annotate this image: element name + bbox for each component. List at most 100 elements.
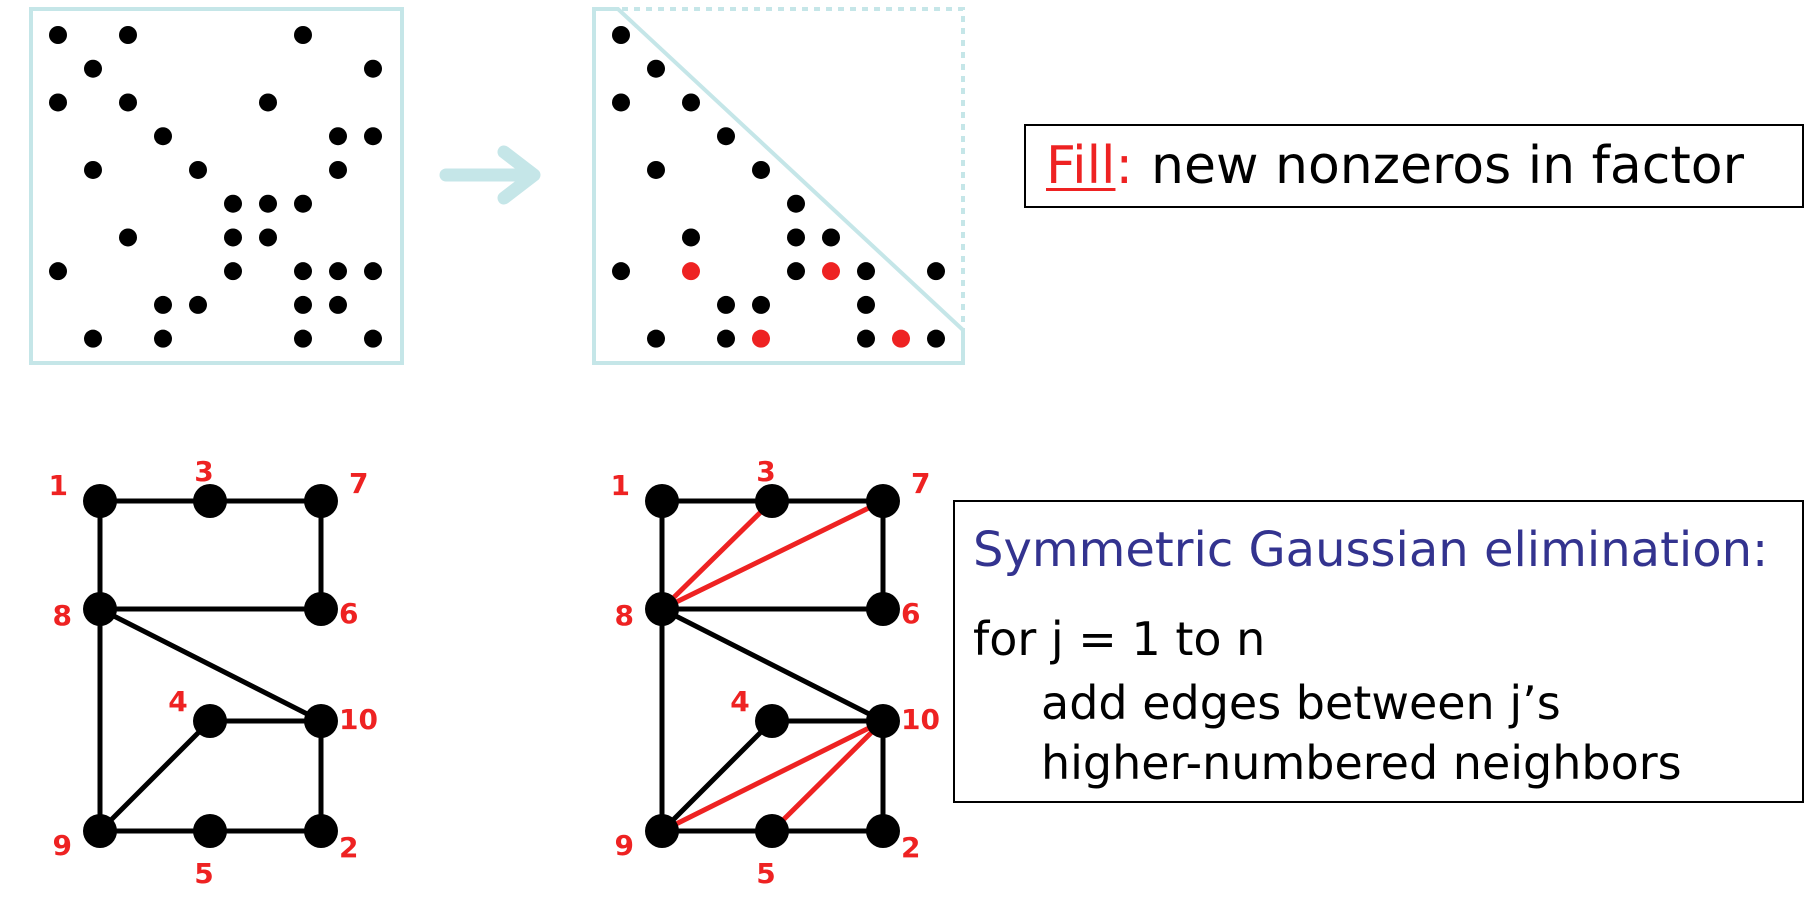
fill-term: Fill (1046, 136, 1116, 196)
fill-colon: : (1115, 136, 1133, 196)
graph-node (755, 814, 789, 848)
graph-node (83, 484, 117, 518)
graph-node (866, 484, 900, 518)
nonzero-dot (364, 59, 382, 78)
nonzero-dot (119, 228, 137, 247)
nonzero-dot (119, 93, 137, 112)
fill-edge (660, 498, 885, 612)
graph-node (304, 484, 338, 518)
nonzero-dot (364, 329, 382, 348)
fill-dot (752, 329, 770, 348)
node-label: 2 (901, 831, 920, 864)
graph-node (866, 814, 900, 848)
nonzero-dot (154, 127, 172, 146)
nonzero-dot (154, 329, 172, 348)
node-label: 8 (615, 599, 634, 632)
nonzero-dot (259, 93, 277, 112)
graph-node (193, 704, 227, 738)
nonzero-dot (752, 160, 770, 179)
nonzero-dot (647, 160, 665, 179)
nonzero-dot (84, 160, 102, 179)
nonzero-dot (857, 295, 875, 314)
nonzero-dot (224, 228, 242, 247)
nonzero-dot (612, 93, 630, 112)
fill-edge (660, 499, 774, 611)
node-label: 5 (194, 857, 213, 890)
node-label: 2 (339, 831, 358, 864)
node-label: 5 (756, 857, 775, 890)
nonzero-dot (329, 262, 347, 281)
algorithm-line-neighbors: higher-numbered neighbors (1041, 736, 1682, 790)
nonzero-dot (682, 93, 700, 112)
node-label: 1 (49, 469, 68, 502)
algorithm-box: Symmetric Gaussian elimination: for j = … (953, 500, 1804, 803)
graph-node (866, 592, 900, 626)
dotted-upper-frame (622, 7, 965, 330)
nonzero-dot (84, 59, 102, 78)
fill-edge (770, 719, 885, 833)
graph-node (304, 704, 338, 738)
nonzero-dot (927, 329, 945, 348)
graph-node (755, 484, 789, 518)
nonzero-dot (224, 262, 242, 281)
nonzero-dot (682, 228, 700, 247)
nonzero-dot (259, 228, 277, 247)
nonzero-dot (294, 329, 312, 348)
node-label: 6 (339, 597, 358, 630)
fill-dot (682, 262, 700, 281)
triangle-frame (592, 7, 965, 365)
node-label: 8 (53, 599, 72, 632)
nonzero-dot (364, 262, 382, 281)
graph-node (193, 814, 227, 848)
matrix-after-factor (592, 7, 965, 365)
node-label: 4 (168, 685, 187, 718)
nonzero-dot (294, 295, 312, 314)
node-label: 1 (611, 469, 630, 502)
nonzero-dot (329, 295, 347, 314)
nonzero-dot (787, 228, 805, 247)
node-label: 4 (730, 685, 749, 718)
nonzero-dot (787, 194, 805, 213)
graph-edge (98, 719, 212, 833)
graph-node (304, 592, 338, 626)
nonzero-dot (224, 194, 242, 213)
nonzero-dot (84, 329, 102, 348)
nonzero-dot (647, 329, 665, 348)
graph-node (83, 592, 117, 626)
nonzero-dot (154, 295, 172, 314)
graph-node (83, 814, 117, 848)
nonzero-dot (189, 160, 207, 179)
graph-edge (660, 719, 774, 833)
nonzero-dot (927, 262, 945, 281)
node-label: 7 (911, 467, 930, 500)
graph-edge (98, 606, 323, 724)
graph-node (304, 814, 338, 848)
nonzero-dot (717, 329, 735, 348)
nonzero-dot (49, 26, 67, 44)
nonzero-dot (752, 295, 770, 314)
fill-dot (892, 329, 910, 348)
algorithm-line-loop: for j = 1 to n (973, 612, 1266, 666)
nonzero-dot (822, 228, 840, 247)
nonzero-dot (119, 26, 137, 44)
nonzero-dot (612, 26, 630, 44)
algorithm-line-add-edges: add edges between j’s (1041, 676, 1561, 730)
nonzero-dot (259, 194, 277, 213)
graph-node (645, 592, 679, 626)
nonzero-dot (857, 329, 875, 348)
arrow-icon (439, 145, 541, 205)
fill-definition-box: Fill: new nonzeros in factor (1024, 124, 1804, 208)
graph-node (193, 484, 227, 518)
node-label: 9 (615, 829, 634, 862)
fill-edge (660, 718, 885, 834)
node-label: 3 (756, 455, 775, 488)
fill-description: new nonzeros in factor (1151, 136, 1744, 196)
nonzero-dot (294, 262, 312, 281)
graph-edge (660, 606, 885, 724)
fill-dot (822, 262, 840, 281)
nonzero-dot (612, 262, 630, 281)
node-label: 6 (901, 597, 920, 630)
